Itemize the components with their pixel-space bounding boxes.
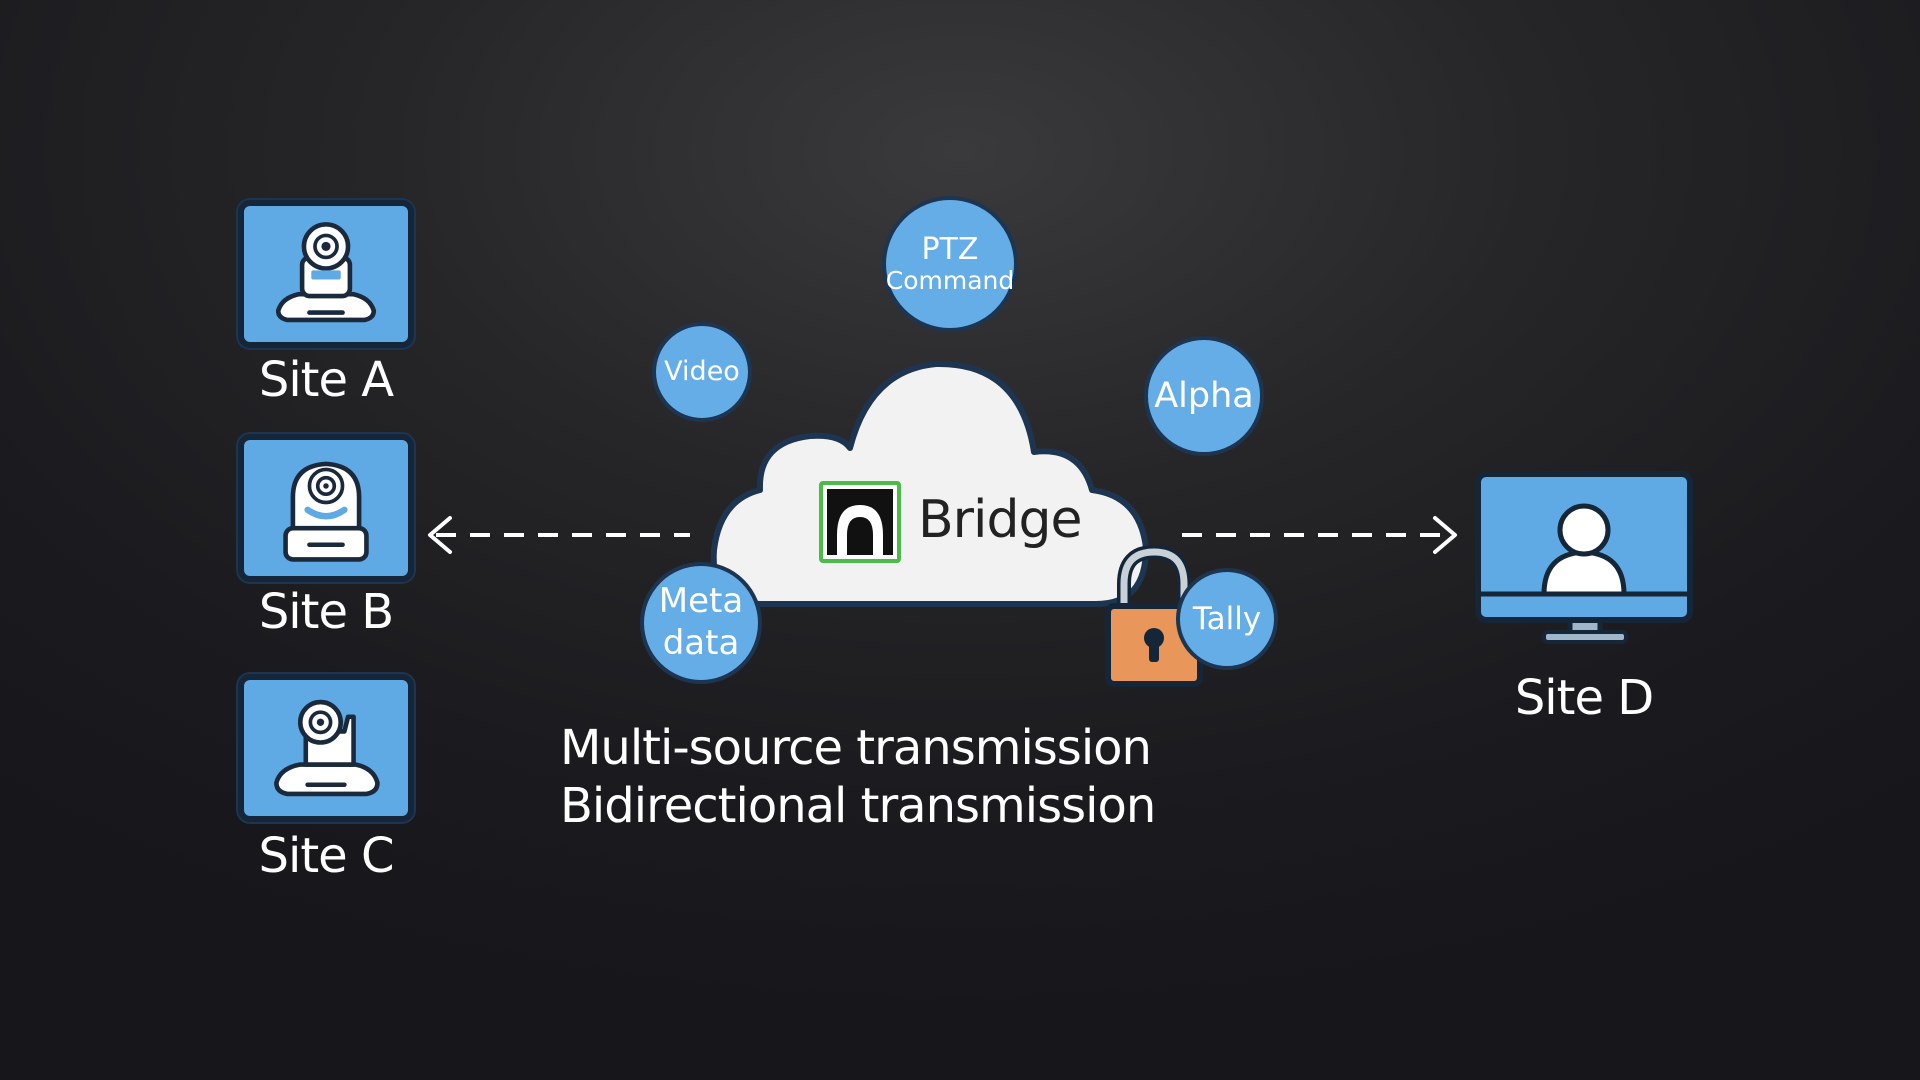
bridge-cloud	[700, 350, 1160, 610]
video-bubble: Video	[652, 322, 752, 422]
bridge-logo	[819, 481, 901, 563]
tally-bubble: Tally	[1176, 568, 1278, 670]
ptz-camera-icon	[274, 699, 380, 797]
left-arrow	[428, 516, 690, 554]
caption-line-2: Bidirectional transmission	[560, 778, 1156, 834]
alpha-bubble: Alpha	[1144, 336, 1264, 456]
site-b-camera-tile	[238, 434, 414, 582]
right-arrow	[1182, 516, 1457, 554]
bridge-brand-text: Bridge	[918, 490, 1083, 550]
site-c-camera-tile	[238, 674, 414, 822]
metadata-bubble-line1: Meta	[658, 581, 744, 622]
site-d-label: Site D	[1514, 670, 1654, 726]
bridge-logo-icon	[827, 489, 893, 555]
caption-line-1: Multi-source transmission	[560, 720, 1152, 776]
site-b-label: Site B	[258, 584, 394, 640]
metadata-bubble: Meta data	[640, 562, 762, 684]
site-d-monitor	[1474, 470, 1694, 660]
video-bubble-label: Video	[664, 355, 740, 387]
site-c-label: Site C	[258, 828, 395, 884]
ptz-camera-icon	[275, 222, 377, 323]
alpha-bubble-label: Alpha	[1154, 375, 1254, 416]
tally-bubble-label: Tally	[1192, 600, 1262, 637]
ptz-bubble-line1: PTZ	[921, 232, 979, 268]
site-a-label: Site A	[258, 352, 394, 408]
site-a-camera-tile	[238, 200, 414, 348]
cloud-icon	[710, 360, 1149, 607]
monitor-user-icon	[1475, 471, 1693, 644]
ptz-bubble-line2: Command	[885, 265, 1015, 295]
metadata-bubble-line2: data	[662, 623, 740, 663]
ptz-camera-icon	[283, 461, 369, 562]
ptz-command-bubble: PTZ Command	[882, 196, 1018, 332]
